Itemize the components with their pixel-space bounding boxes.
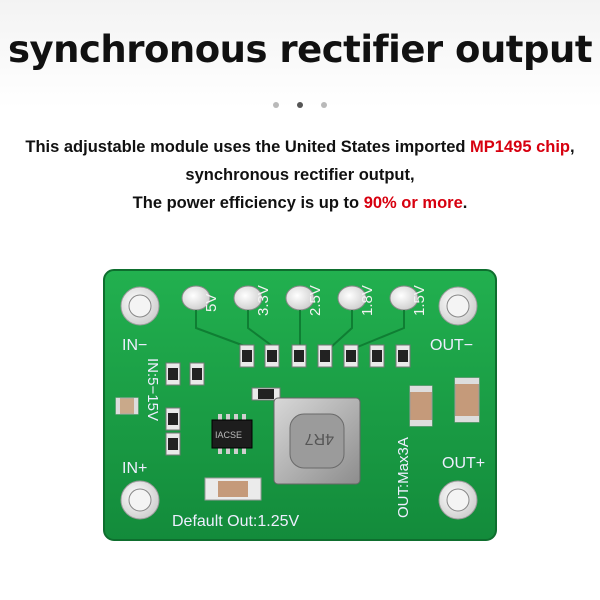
page-title: synchronous rectifier output [7, 28, 593, 71]
pad-label-1v5: 1.5V [411, 285, 428, 316]
out-minus-label: OUT− [430, 337, 473, 354]
chip-highlight: MP1495 chip [470, 138, 571, 156]
efficiency-highlight: 90% or more [363, 194, 463, 212]
description-text: The power efficiency is up to [132, 194, 364, 212]
description-line-3: The power efficiency is up to 90% or mor… [0, 189, 600, 217]
inductor: 4R7 [273, 397, 361, 485]
pad-label-5v: 5V [203, 294, 220, 312]
inductor-marking: 4R7 [305, 430, 334, 447]
out-plus-label: OUT+ [442, 455, 485, 472]
description-line-1: This adjustable module uses the United S… [0, 133, 600, 161]
smd-resistors [165, 344, 411, 456]
description-text: . [462, 194, 468, 212]
product-image: 5V 3.3V 2.5V 1.8V 1.5V IN− IN+ IN:5−15V … [100, 268, 500, 553]
in-plus-label: IN+ [122, 460, 147, 477]
pad-label-1v8: 1.8V [359, 285, 376, 316]
carousel-dots [0, 95, 600, 113]
mounting-holes [120, 286, 478, 520]
default-output-label: Default Out:1.25V [172, 513, 300, 530]
pcb-board: 5V 3.3V 2.5V 1.8V 1.5V IN− IN+ IN:5−15V … [103, 269, 497, 541]
capacitors [115, 377, 480, 501]
input-range-label: IN:5−15V [144, 358, 161, 421]
description-text: This adjustable module uses the United S… [25, 138, 471, 156]
carousel-dot[interactable] [272, 102, 279, 108]
pcb-traces [195, 310, 405, 349]
pad-label-3v3: 3.3V [255, 285, 272, 316]
carousel-dot[interactable] [321, 102, 328, 108]
description: This adjustable module uses the United S… [0, 133, 600, 217]
in-minus-label: IN− [122, 337, 147, 354]
carousel-dot-active[interactable] [297, 102, 303, 108]
output-max-label: OUT:Max3A [395, 437, 412, 518]
description-line-2: synchronous rectifier output, [185, 166, 415, 184]
chip-marking: IACSE [215, 430, 242, 440]
mp1495-chip: IACSE [211, 414, 253, 454]
pad-label-2v5: 2.5V [307, 285, 324, 316]
description-text: , [570, 138, 575, 156]
